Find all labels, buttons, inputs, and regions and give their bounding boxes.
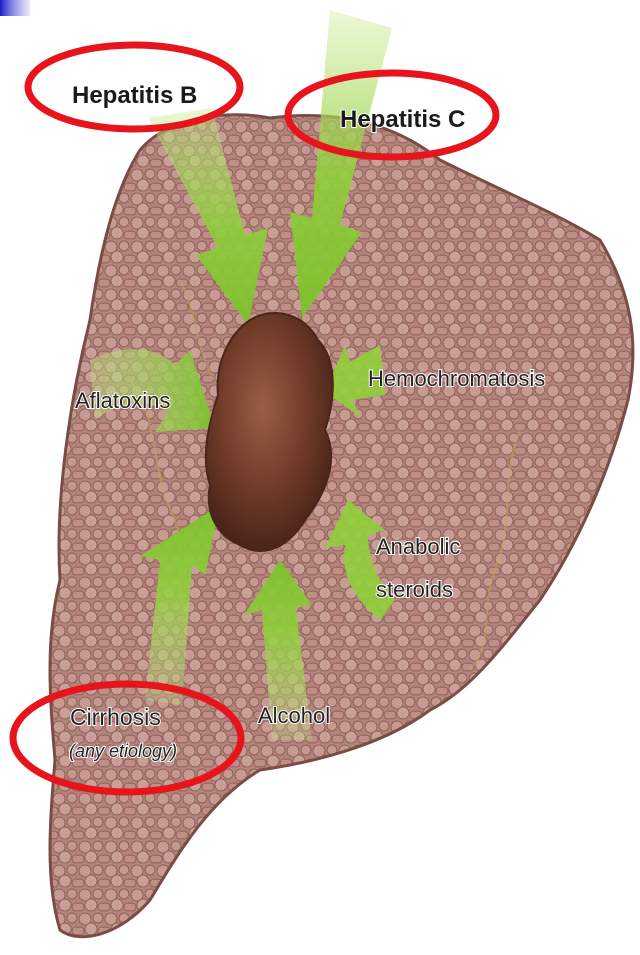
label-aflatoxins: Aflatoxins xyxy=(75,388,170,413)
label-cirrhosis: Cirrhosis xyxy=(70,704,161,730)
label-hepatitis-c: Hepatitis C xyxy=(340,106,465,133)
label-hepatitis-b: Hepatitis B xyxy=(72,82,197,109)
label-alcohol: Alcohol xyxy=(258,703,330,728)
label-steroids: steroids xyxy=(376,577,453,602)
label-anabolic: Anabolic xyxy=(376,534,460,559)
label-hemochromatosis: Hemochromatosis xyxy=(368,366,545,391)
corner-accent-bar xyxy=(0,0,30,16)
label-cirrhosis-etiology: (any etiology) xyxy=(69,741,177,761)
